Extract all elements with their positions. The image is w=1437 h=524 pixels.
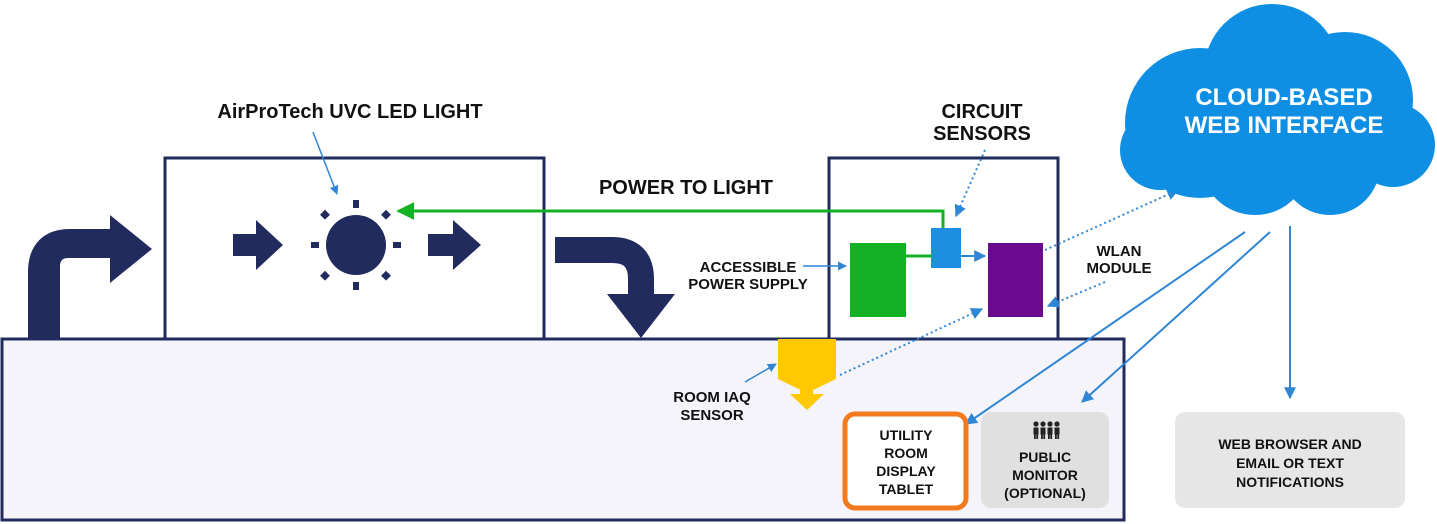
- wlan-to-cloud: [1044, 188, 1180, 251]
- power-supply-label-1: ACCESSIBLE: [700, 259, 797, 276]
- circuit-sensors-label-1: CIRCUIT: [941, 101, 1022, 123]
- web-browser-box: [1175, 412, 1405, 508]
- iaq-label-2: SENSOR: [680, 407, 744, 424]
- airflow-arrow-in: [233, 220, 283, 270]
- cloud-to-tablet: [965, 231, 1246, 425]
- circuit-sensors-pointer: [954, 149, 986, 218]
- tablet-label-3: DISPLAY: [876, 463, 936, 479]
- iaq-pointer: [744, 363, 777, 383]
- circuit-sensors-label-2: SENSORS: [933, 123, 1031, 145]
- airflow-arrow-down: [555, 237, 675, 338]
- public-monitor-box: [981, 412, 1109, 508]
- browser-label-2: EMAIL OR TEXT: [1236, 455, 1344, 471]
- tablet-label-1: UTILITY: [880, 427, 934, 443]
- utility-tablet-box: [842, 411, 969, 511]
- power-line: [396, 202, 945, 228]
- room-iaq-sensor: [778, 339, 836, 410]
- monitor-label-1: PUBLIC: [1019, 449, 1071, 465]
- wlan-label-1: WLAN: [1097, 243, 1142, 260]
- power-supply-block: [850, 243, 906, 317]
- people-icon: [1033, 421, 1060, 439]
- tablet-label-4: TABLET: [879, 481, 934, 497]
- power-supply-label-2: POWER SUPPLY: [688, 276, 807, 293]
- wlan-module-block: [988, 243, 1043, 317]
- cloud-label-1: CLOUD-BASED: [1195, 84, 1372, 111]
- airflow-arrow-out: [428, 220, 481, 270]
- cloud-icon: [1120, 4, 1435, 215]
- airflow-arrow-up: [28, 215, 152, 339]
- monitor-label-2: MONITOR: [1012, 467, 1078, 483]
- sun-icon: [311, 200, 401, 290]
- iaq-label-1: ROOM IAQ: [673, 389, 751, 406]
- browser-label-3: NOTIFICATIONS: [1236, 474, 1344, 490]
- power-to-light-label: POWER TO LIGHT: [599, 177, 773, 199]
- wlan-label-2: MODULE: [1087, 260, 1152, 277]
- iaq-to-wlan: [839, 308, 984, 376]
- cloud-to-monitor: [1081, 231, 1271, 403]
- monitor-label-3: (OPTIONAL): [1004, 485, 1086, 501]
- circuit-sensor-block: [931, 228, 961, 268]
- cloud-label-2: WEB INTERFACE: [1185, 112, 1384, 139]
- light-pointer: [312, 131, 339, 195]
- light-title: AirProTech UVC LED LIGHT: [217, 101, 482, 123]
- browser-label-1: WEB BROWSER AND: [1218, 436, 1361, 452]
- wlan-pointer: [1046, 281, 1106, 308]
- tablet-label-2: ROOM: [884, 445, 928, 461]
